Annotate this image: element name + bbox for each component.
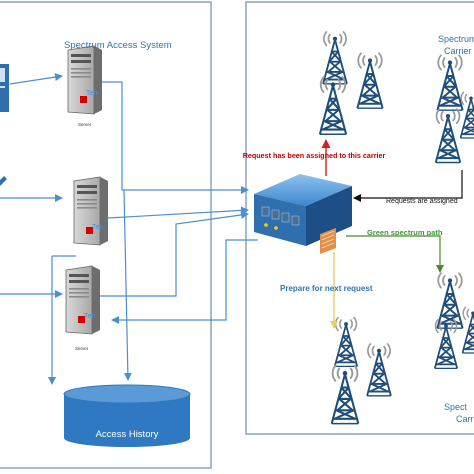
green-path-arrow — [346, 235, 444, 273]
carrier-tower-icon — [330, 364, 360, 425]
server-3-icon — [65, 265, 101, 335]
server-1-caption: Server — [78, 122, 92, 127]
carrier-tower-icon — [356, 52, 384, 110]
carrier-top-label-line1: Spectrum — [438, 34, 474, 44]
green-spectrum-path-label: Green spectrum path — [367, 228, 443, 237]
carrier-tower-icon — [434, 108, 462, 164]
connector-lines — [0, 73, 258, 385]
carrier-bottom-label-line2: Carri — [456, 414, 474, 424]
carrier-bottom-label-line1: Spect — [444, 402, 468, 412]
carrier-tower-icon — [459, 91, 474, 139]
carrier-top-label-line2: Carrier — [444, 46, 472, 56]
assigned-to-carrier-label: Request has been assigned to this carrie… — [243, 151, 386, 160]
requests-assigned-label: Requests are assigned — [386, 198, 458, 205]
carrier-tower-icon — [318, 76, 348, 136]
server-3-tag: Ten — [84, 313, 95, 320]
carrier-tower-icon — [461, 306, 474, 354]
access-history-database — [63, 384, 191, 447]
server-3-caption: Server — [75, 346, 89, 351]
left-panel-title: Spectrum Access System — [64, 40, 172, 51]
carrier-tower-icon — [333, 316, 359, 368]
carrier-tower-icon — [436, 54, 464, 112]
prepare-next-label: Prepare for next request — [280, 284, 373, 293]
mobile-client-icon — [0, 176, 7, 186]
server-2-icon — [73, 176, 109, 246]
carrier-tower-icon — [322, 30, 348, 85]
server-1-icon — [67, 45, 103, 115]
carrier-tower-icon — [436, 272, 464, 330]
spectrum-controller-icon — [254, 174, 352, 254]
server-1-tag: Ten — [86, 90, 97, 97]
left-panel — [0, 1, 212, 469]
client-device-icon — [0, 64, 9, 112]
carrier-tower-icon — [366, 342, 392, 397]
request-flow-arrow — [353, 170, 463, 202]
database-label: Access History — [96, 429, 159, 440]
server-2-tag: Ten — [92, 224, 103, 231]
